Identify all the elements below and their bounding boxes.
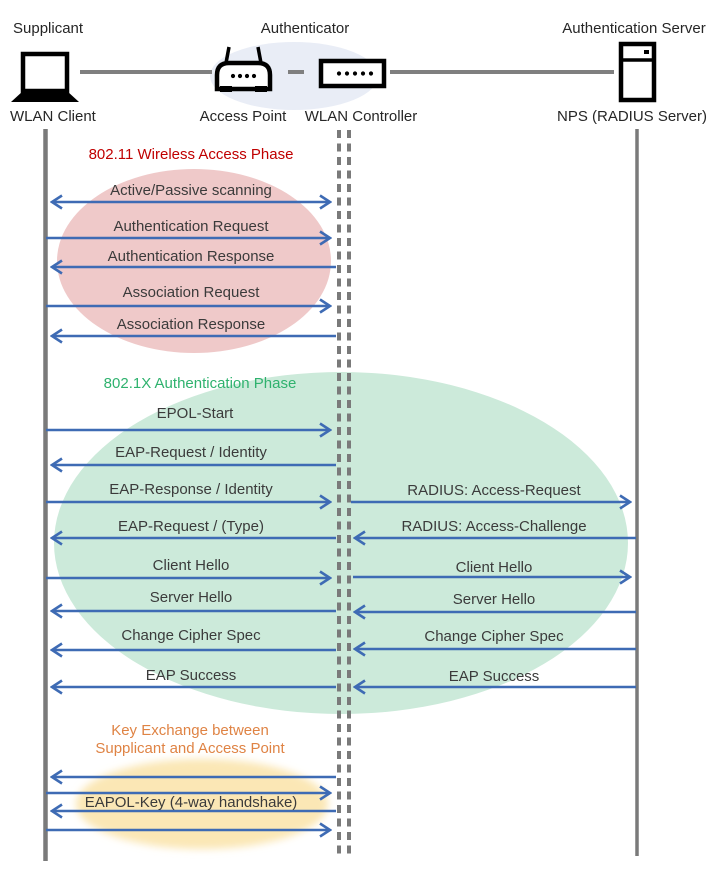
device-label-radius-server: NPS (RADIUS Server) [556,108,708,125]
message-label: Change Cipher Spec [121,627,261,644]
role-label-supplicant: Supplicant [13,20,84,37]
message-label: Authentication Response [107,248,275,265]
phase-title-80211: 802.11 Wireless Access Phase [88,146,294,163]
phase-key-exchange-ellipse [76,759,328,849]
device-label-wlan-client: WLAN Client [10,108,96,125]
message-label: Client Hello [152,557,230,574]
message-label: EAP Success [145,667,237,684]
message-label: EAP-Request / (Type) [118,518,264,535]
message-label: RADIUS: Access-Request [407,482,581,499]
device-label-access-point: Access Point [199,108,287,125]
wlan-controller-icon [318,58,387,89]
message-label: EAP-Request / Identity [115,444,267,461]
message-label: Server Hello [452,591,536,608]
message-label: Authentication Request [113,218,269,235]
message-label: EAP Success [448,668,540,685]
role-label-authenticator: Authenticator [260,20,350,37]
message-label: Client Hello [455,559,533,576]
message-label: Association Response [116,316,266,333]
phase-title-key-exchange-line1: Key Exchange between [111,722,269,739]
message-arrows-controller-server [351,502,636,687]
message-label: RADIUS: Access-Challenge [401,518,587,535]
message-arrows-client-ap [46,202,336,830]
message-label: EAP-Response / Identity [109,481,273,498]
phase-title-key-exchange-line2: Supplicant and Access Point [95,740,285,757]
laptop-icon [11,51,79,102]
server-icon [618,41,657,103]
message-label: Active/Passive scanning [110,182,272,199]
device-label-wlan-controller: WLAN Controller [304,108,418,125]
access-point-icon [214,46,273,92]
message-label: EAPOL-Key (4-way handshake) [84,794,298,811]
phase-title-8021x: 802.1X Authentication Phase [103,375,297,392]
message-label: Server Hello [149,589,233,606]
role-label-authentication-server: Authentication Server [562,20,706,37]
message-label: Change Cipher Spec [424,628,564,645]
message-label: EPOL-Start [156,405,234,422]
message-label: Association Request [122,284,260,301]
